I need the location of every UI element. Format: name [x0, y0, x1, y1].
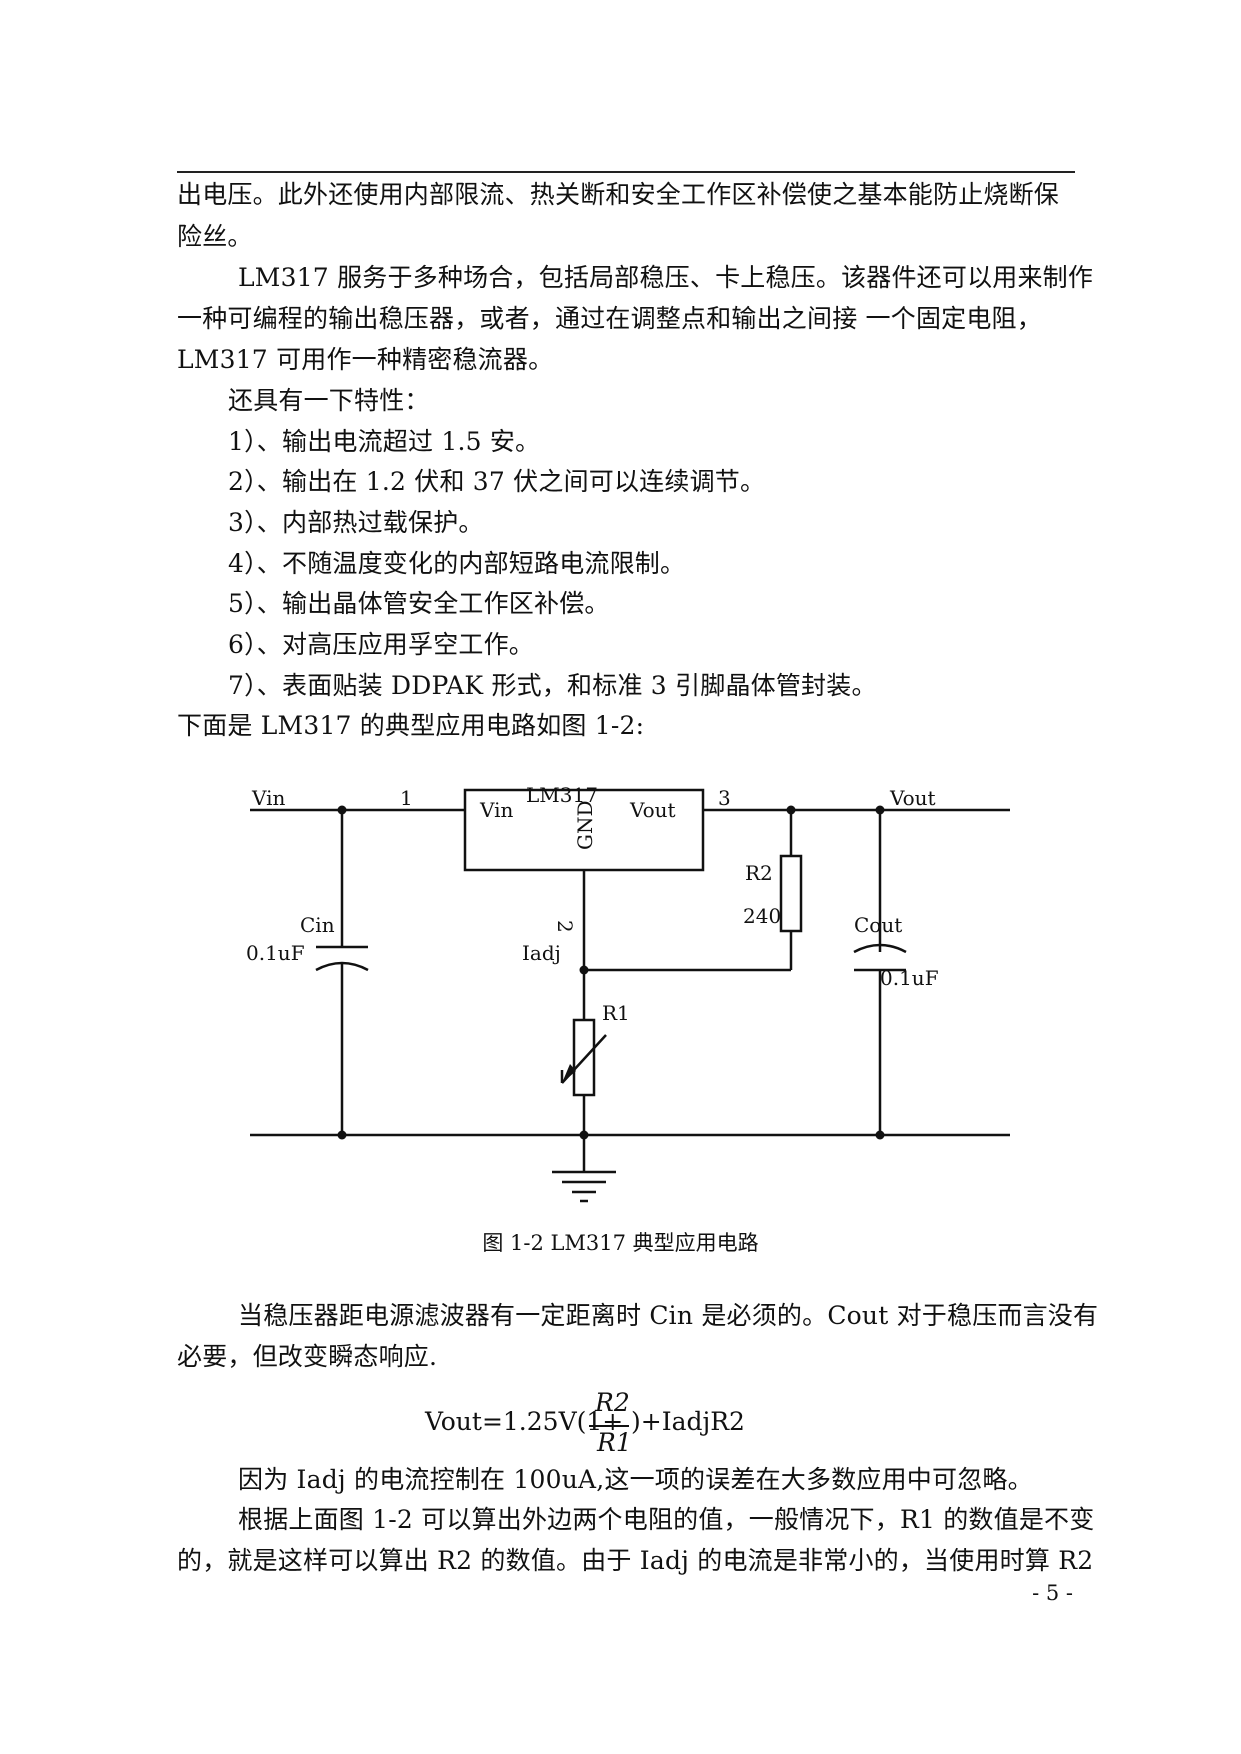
chip-vin-label: Vin: [479, 798, 513, 822]
figure-caption: 图 1-2 LM317 典型应用电路: [482, 1231, 759, 1255]
chip-vout-label: Vout: [629, 798, 676, 822]
paragraph-line: 出电压。此外还使用内部限流、热关断和安全工作区补偿使之基本能防止烧断保: [177, 180, 1060, 209]
feature-item: 5）、输出晶体管安全工作区补偿。: [228, 589, 610, 618]
paragraph-line: 必要，但改变瞬态响应.: [177, 1342, 438, 1371]
junction-dot: [875, 1130, 885, 1140]
junction-dot: [875, 805, 885, 815]
junction-dot: [579, 965, 589, 975]
cin-value-label: 0.1uF: [246, 941, 305, 965]
junction-dot: [337, 805, 347, 815]
cout-name-label: Cout: [854, 913, 902, 937]
junction-dot: [579, 1130, 589, 1140]
junction-dot: [337, 1130, 347, 1140]
paragraph-line: 的，就是这样可以算出 R2 的数值。由于 Iadj 的电流是非常小的，当使用时算…: [177, 1546, 1094, 1575]
feature-item: 6）、对高压应用孚空工作。: [228, 630, 535, 659]
feature-item: 2）、输出在 1.2 伏和 37 伏之间可以连续调节。: [228, 467, 766, 496]
pin1-label: 1: [400, 786, 413, 810]
figure-intro: 下面是 LM317 的典型应用电路如图 1-2:: [177, 711, 645, 740]
features-intro: 还具有一下特性：: [228, 386, 430, 415]
pin3-label: 3: [718, 786, 731, 810]
paragraph-line: 当稳压器距电源滤波器有一定距离时 Cin 是必须的。Cout 对于稳压而言没有: [238, 1301, 1099, 1330]
page-number: - 5 -: [1032, 1581, 1073, 1605]
header-rule: [177, 171, 1075, 173]
cout-value-label: 0.1uF: [880, 966, 939, 990]
formula-left: Vout=1.25V(1+: [425, 1407, 624, 1436]
fraction-bar: [589, 1425, 629, 1427]
pin2-label: 2: [553, 920, 577, 933]
paragraph-line: LM317 服务于多种场合，包括局部稳压、卡上稳压。该器件还可以用来制作: [238, 263, 1094, 292]
formula-denominator: R1: [597, 1428, 632, 1457]
r2-name-label: R2: [745, 861, 773, 885]
r2-value-label: 240: [743, 904, 781, 928]
paragraph-line: 根据上面图 1-2 可以算出外边两个电阻的值，一般情况下，R1 的数值是不变: [238, 1505, 1095, 1534]
formula-numerator: R2: [595, 1388, 630, 1417]
feature-item: 7）、表面贴装 DDPAK 形式，和标准 3 引脚晶体管封装。: [228, 671, 877, 700]
feature-item: 3）、内部热过载保护。: [228, 508, 484, 537]
iadj-label: Iadj: [522, 941, 561, 965]
feature-item: 4）、不随温度变化的内部短路电流限制。: [228, 549, 686, 578]
paragraph-line: 险丝。: [177, 222, 253, 251]
chip-name-label: LM317: [526, 783, 598, 807]
paragraph-line: 因为 Iadj 的电流控制在 100uA,这一项的误差在大多数应用中可忽略。: [238, 1465, 1033, 1494]
paragraph-line: LM317 可用作一种精密稳流器。: [177, 345, 554, 374]
chip-gnd-label: GND: [573, 800, 597, 850]
vout-label: Vout: [889, 786, 936, 810]
vin-label: Vin: [251, 786, 285, 810]
lm317-circuit-diagram: Vin 1 Vin LM317 Vout GND 2 3 Vout R2 240…: [246, 783, 1010, 1203]
feature-item: 1）、输出电流超过 1.5 安。: [228, 427, 541, 456]
cin-name-label: Cin: [300, 913, 335, 937]
junction-dot: [786, 805, 796, 815]
paragraph-line: 一种可编程的输出稳压器，或者，通过在调整点和输出之间接 一个固定电阻，: [177, 304, 1042, 333]
r1-name-label: R1: [602, 1001, 630, 1025]
formula-right: )+IadjR2: [631, 1407, 745, 1436]
variable-arrow: [562, 1064, 576, 1083]
